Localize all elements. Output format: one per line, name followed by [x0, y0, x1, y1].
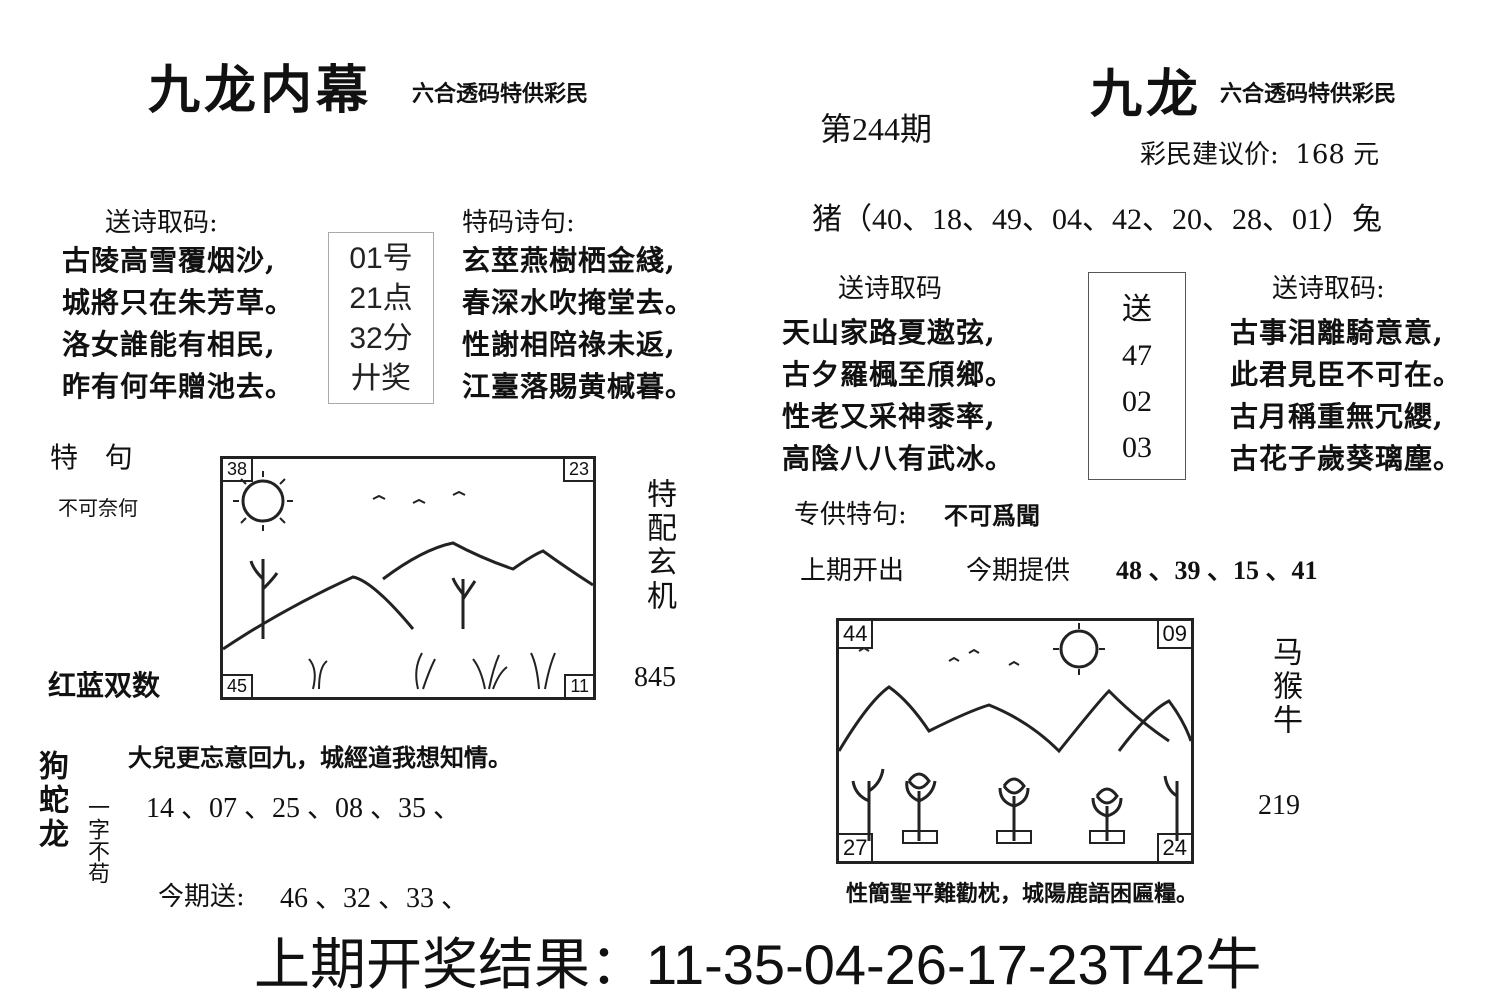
teju-value: 不可奈何 — [58, 496, 138, 520]
left-special-poem: 玄莖燕樹栖金綫, 春深水吹掩堂去。 性謝相陪祿未返, 江臺落賜黄椷暮。 — [462, 240, 694, 408]
left-verse: 大兒更忘意回九，城經道我想知情。 — [128, 743, 512, 772]
last-label: 上期开出 — [800, 556, 905, 586]
right-subtitle: 六合透码特供彩民 — [1220, 81, 1397, 107]
left-middle-box: 01号 21点 32分 廾奖 — [328, 232, 434, 404]
corner-number: 23 — [562, 459, 593, 482]
number-845: 845 — [634, 662, 676, 693]
landscape-drawing — [222, 471, 594, 690]
corner-number: 09 — [1156, 621, 1191, 649]
right-poem-left: 天山家路夏遨弦, 古夕羅楓至頎鄉。 性老又采神黍率, 高陰八八有武冰。 — [782, 312, 1014, 480]
middle-box-line: 廾奖 — [351, 362, 411, 395]
side-label: 特配玄机 — [641, 478, 676, 614]
redblue-label: 红蓝双数 — [48, 670, 161, 701]
right-animals-vertical: 马猴牛 — [1267, 636, 1302, 738]
corner-number: 45 — [223, 674, 254, 697]
middle-box-line: 21点 — [349, 282, 413, 315]
poem-line: 玄莖燕樹栖金綫, — [462, 244, 676, 277]
number-219: 219 — [1258, 790, 1300, 821]
right-poem-right: 古事泪離騎意意, 此君見臣不可在。 古月稱重無冗纓, 古花子歲葵璃塵。 — [1230, 312, 1462, 480]
right-poem-header-left: 送诗取码 — [838, 274, 943, 304]
left-subtitle: 六合透码特供彩民 — [412, 81, 589, 107]
poem-line: 此君見臣不可在。 — [1230, 358, 1463, 391]
middle-box-line: 03 — [1122, 431, 1152, 464]
animals-vertical: 狗蛇龙 — [33, 750, 68, 852]
right-poem-header-right: 送诗取码: — [1272, 274, 1385, 304]
left-title: 九龙内幕 — [148, 60, 373, 121]
landscape-drawing — [837, 623, 1193, 844]
teju-label: 特 句 — [50, 441, 133, 474]
poem-line: 城將只在朱芳草。 — [62, 286, 295, 319]
right-title: 九龙 — [1090, 64, 1203, 125]
middle-box-line: 送 — [1122, 293, 1152, 326]
right-picture: 44 09 27 24 — [836, 618, 1194, 864]
special-label: 专供特句: — [794, 500, 907, 530]
left-poem-header: 送诗取码: — [105, 208, 218, 238]
price: 彩民建议价: 168 元 — [1140, 140, 1380, 170]
left-special-header: 特码诗句: — [462, 208, 575, 238]
poem-line: 江臺落賜黄椷暮。 — [462, 370, 695, 403]
corner-number: 38 — [223, 459, 254, 482]
poem-line: 性謝相陪祿未返, — [462, 328, 676, 361]
corner-number: 24 — [1156, 833, 1191, 861]
left-picture: 38 23 45 11 — [220, 456, 596, 700]
poem-line: 古陵高雪覆烟沙, — [62, 244, 276, 277]
last-result: 上期开奖结果：11-35-04-26-17-23T42牛 — [254, 933, 1262, 996]
corner-number: 44 — [839, 621, 874, 649]
right-verse: 性簡聖平難勸枕，城陽鹿語困匾糧。 — [846, 881, 1199, 907]
poem-line: 高陰八八有武冰。 — [782, 442, 1015, 475]
middle-box-line: 02 — [1122, 385, 1152, 418]
today-label: 今期送: — [158, 882, 245, 912]
middle-box-line: 01号 — [349, 242, 413, 275]
right-middle-box: 送 47 02 03 — [1088, 272, 1186, 480]
corner-number: 11 — [564, 674, 593, 697]
right-today-numbers: 48 、39 、15 、41 — [1116, 556, 1318, 585]
corner-number: 27 — [839, 833, 874, 861]
special-value: 不可爲聞 — [944, 501, 1040, 530]
poem-line: 春深水吹掩堂去。 — [462, 286, 695, 319]
poem-line: 古月稱重無冗纓, — [1230, 400, 1444, 433]
numbers-line: 14 、07 、25 、08 、35 、 — [146, 793, 462, 824]
poem-line: 性老又采神黍率, — [782, 400, 996, 433]
poem-line: 天山家路夏遨弦, — [782, 316, 996, 349]
poem-line: 古夕羅楓至頎鄉。 — [782, 358, 1015, 391]
today-numbers: 46 、32 、33 、 — [280, 883, 470, 914]
issue-number: 第244期 — [820, 111, 933, 147]
poem-line: 古事泪離騎意意, — [1230, 316, 1444, 349]
right-today-label: 今期提供 — [966, 556, 1071, 586]
pig-line: 猪（40、18、49、04、42、20、28、01）兔 — [812, 203, 1382, 236]
one-word-label: 一字不苟 — [84, 796, 109, 884]
middle-box-line: 32分 — [349, 322, 413, 355]
left-poem: 古陵高雪覆烟沙, 城將只在朱芳草。 洛女誰能有相民, 昨有何年贈池去。 — [62, 240, 294, 408]
poem-line: 古花子歲葵璃塵。 — [1230, 442, 1463, 475]
poem-line: 昨有何年贈池去。 — [62, 370, 295, 403]
middle-box-line: 47 — [1122, 339, 1152, 372]
poem-line: 洛女誰能有相民, — [62, 328, 276, 361]
